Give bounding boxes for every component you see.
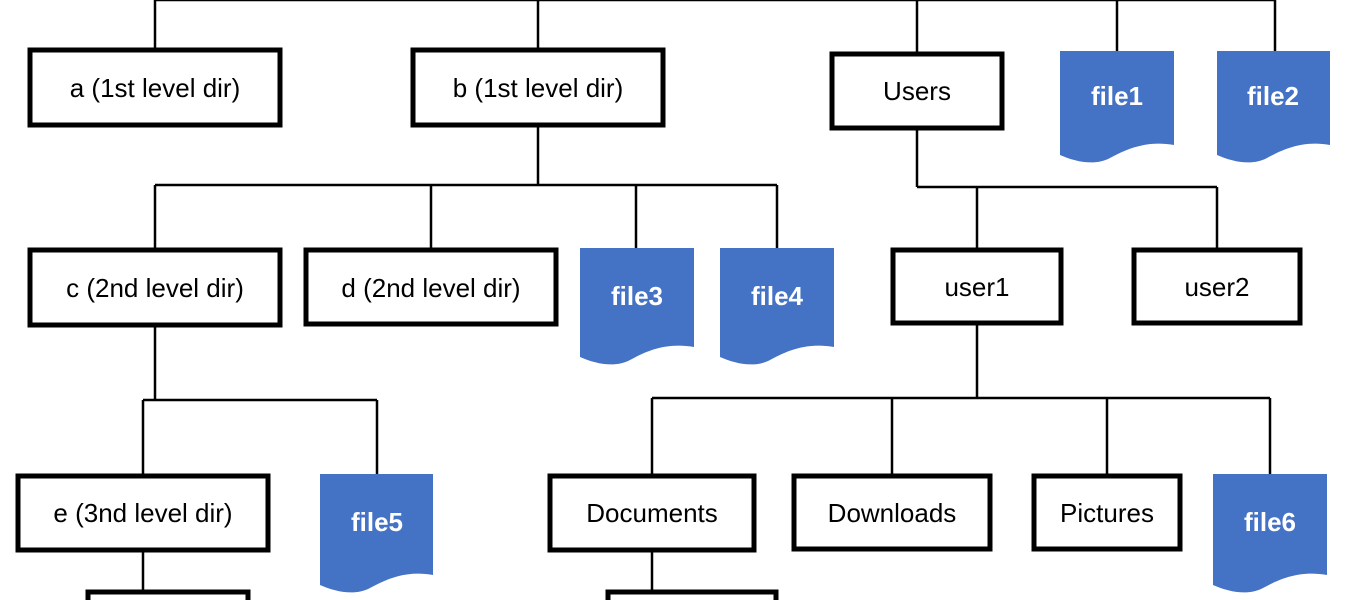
dir-pictures-label: Pictures — [1060, 498, 1154, 528]
file6-label: file6 — [1244, 507, 1296, 537]
dir-user1-label: user1 — [944, 272, 1009, 302]
dir-b-label: b (1st level dir) — [453, 73, 624, 103]
dir-downloads[interactable]: Downloads — [791, 473, 993, 552]
dir-a[interactable]: a (1st level dir) — [27, 47, 283, 128]
file-file1[interactable]: file1 — [1060, 51, 1174, 163]
document-icon — [580, 248, 694, 365]
dir-partial-under-e[interactable] — [85, 589, 251, 600]
document-icon — [1060, 51, 1174, 163]
document-icon — [720, 248, 834, 365]
dir-a-label: a (1st level dir) — [70, 73, 241, 103]
file5-label: file5 — [351, 507, 403, 537]
file3-label: file3 — [611, 281, 663, 311]
dir-user1[interactable]: user1 — [890, 247, 1064, 326]
dir-documents-label: Documents — [586, 498, 718, 528]
file-file4[interactable]: file4 — [720, 248, 834, 365]
file-file3[interactable]: file3 — [580, 248, 694, 365]
dir-users-label: Users — [883, 76, 951, 106]
dir-e-label: e (3nd level dir) — [53, 498, 232, 528]
dir-e[interactable]: e (3nd level dir) — [15, 473, 271, 553]
dir-partial-under-documents[interactable] — [605, 589, 779, 600]
dir-downloads-label: Downloads — [828, 498, 957, 528]
dir-users[interactable]: Users — [829, 51, 1005, 131]
dir-c-label: c (2nd level dir) — [66, 273, 244, 303]
dir-d[interactable]: d (2nd level dir) — [303, 247, 559, 327]
document-icon — [1213, 474, 1327, 593]
file-file5[interactable]: file5 — [320, 474, 433, 593]
file2-label: file2 — [1247, 81, 1299, 111]
dir-pictures[interactable]: Pictures — [1031, 473, 1183, 552]
file-file2[interactable]: file2 — [1217, 51, 1330, 163]
document-icon — [1217, 51, 1330, 163]
dir-user2-label: user2 — [1184, 272, 1249, 302]
dir-b[interactable]: b (1st level dir) — [410, 47, 666, 128]
file4-label: file4 — [751, 281, 804, 311]
file-file6[interactable]: file6 — [1213, 474, 1327, 593]
dir-documents[interactable]: Documents — [547, 473, 757, 553]
dir-user2[interactable]: user2 — [1131, 247, 1303, 326]
document-icon — [320, 474, 433, 593]
file1-label: file1 — [1091, 81, 1143, 111]
connectors — [141, 0, 1277, 592]
dir-c[interactable]: c (2nd level dir) — [27, 247, 283, 328]
dir-d-label: d (2nd level dir) — [341, 273, 520, 303]
